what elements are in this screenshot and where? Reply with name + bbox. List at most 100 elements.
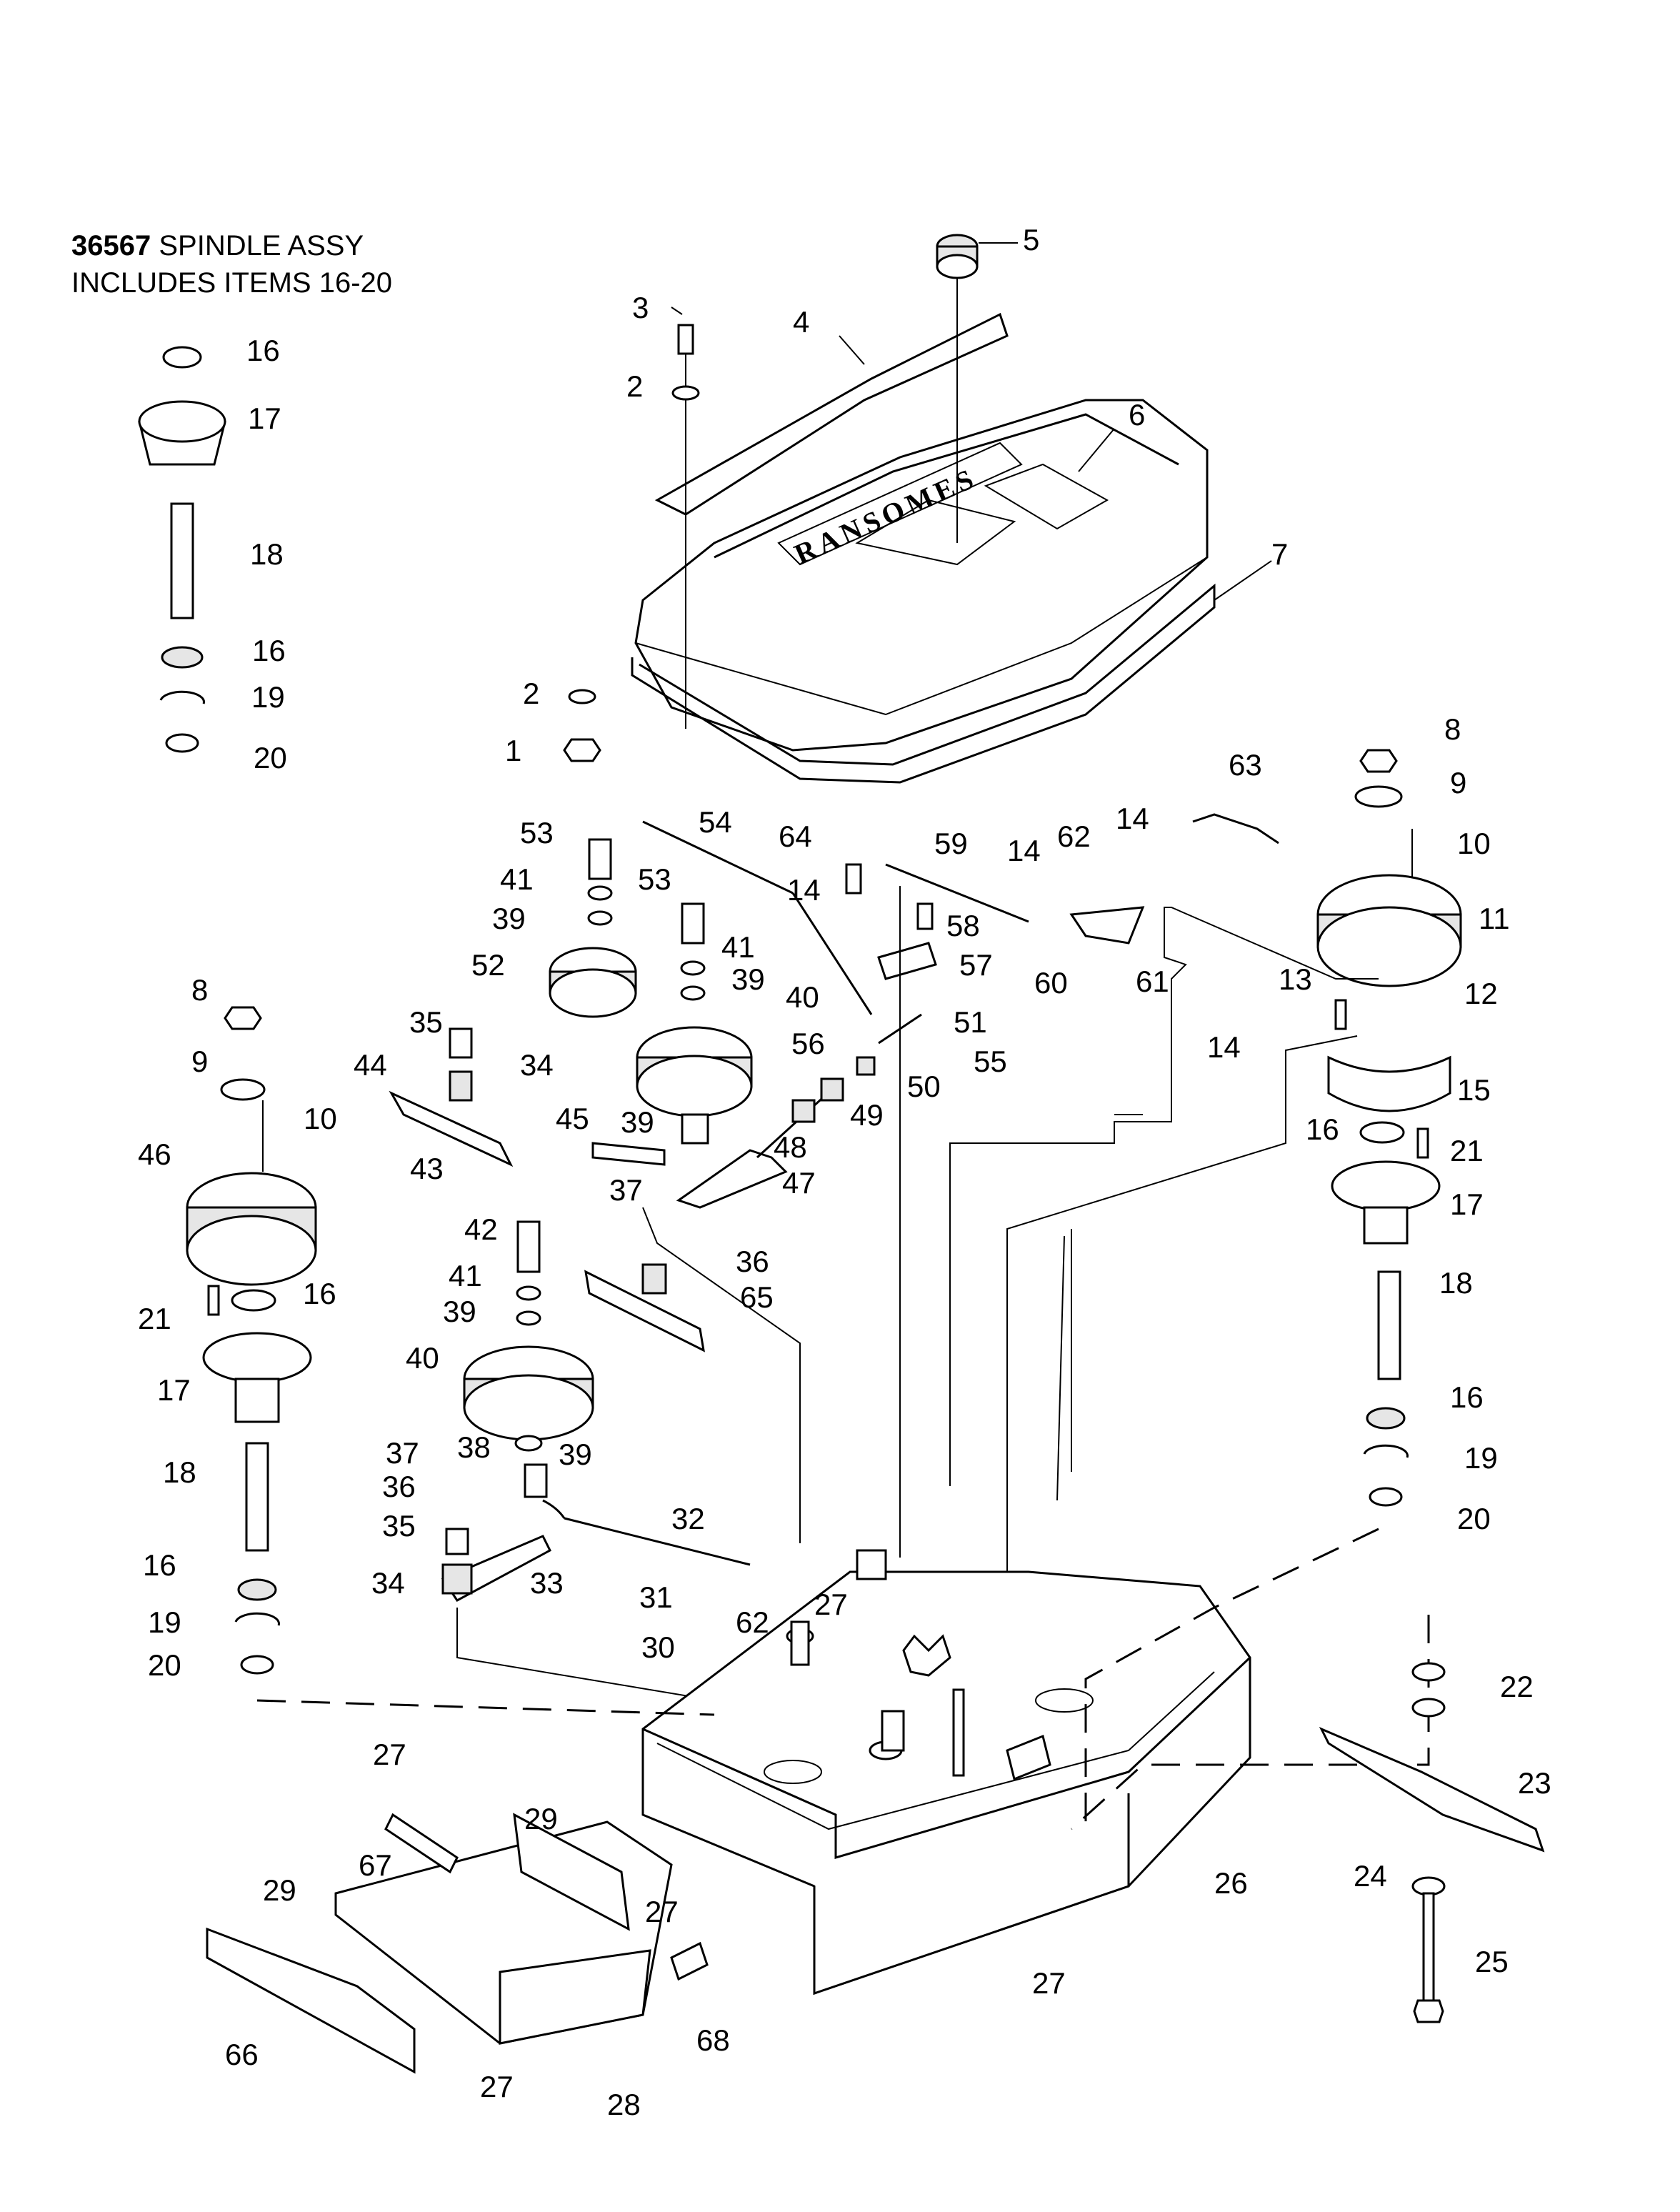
callout-48: 48 bbox=[774, 1130, 807, 1164]
callout-11: 11 bbox=[1479, 902, 1510, 935]
callouts: 1 2 2 3 4 5 6 7 8 8 9 9 10 10 11 12 13 1… bbox=[138, 223, 1551, 2121]
deflector-shield bbox=[206, 1927, 416, 2074]
callout-21a: 21 bbox=[138, 1302, 171, 1335]
callout-52: 52 bbox=[471, 948, 505, 982]
callout-14a: 14 bbox=[787, 873, 821, 907]
callout-54: 54 bbox=[699, 805, 732, 839]
callout-19c: 19 bbox=[1464, 1441, 1498, 1475]
callout-53b: 53 bbox=[638, 862, 671, 896]
callout-8a: 8 bbox=[191, 973, 208, 1007]
callout-57: 57 bbox=[959, 948, 993, 982]
callout-64: 64 bbox=[779, 819, 812, 853]
callout-16e: 16 bbox=[1306, 1112, 1339, 1146]
callout-25: 25 bbox=[1475, 1945, 1509, 1978]
callout-2a: 2 bbox=[523, 677, 539, 710]
left-spindle-group bbox=[186, 1006, 317, 1675]
callout-53a: 53 bbox=[520, 816, 554, 850]
callout-36a: 36 bbox=[736, 1245, 769, 1278]
callout-27c: 27 bbox=[645, 1895, 679, 1928]
callout-56: 56 bbox=[791, 1027, 825, 1060]
callout-19b: 19 bbox=[148, 1605, 181, 1639]
callout-18b: 18 bbox=[163, 1455, 196, 1489]
callout-9a: 9 bbox=[191, 1045, 208, 1078]
idler-arm-lower bbox=[441, 1463, 551, 1602]
side-rod bbox=[542, 1499, 751, 1566]
callout-26: 26 bbox=[1214, 1866, 1248, 1900]
callout-33: 33 bbox=[530, 1566, 564, 1600]
callout-10b: 10 bbox=[1457, 827, 1491, 860]
callout-50: 50 bbox=[907, 1070, 941, 1103]
callout-62b: 62 bbox=[736, 1605, 769, 1639]
callout-61: 61 bbox=[1136, 965, 1169, 998]
callout-12: 12 bbox=[1464, 977, 1498, 1010]
callout-16d: 16 bbox=[143, 1548, 176, 1582]
callout-39a: 39 bbox=[492, 902, 526, 935]
callout-45: 45 bbox=[556, 1102, 589, 1135]
spindle-assy-note: 36567 SPINDLE ASSY INCLUDES ITEMS 16-20 bbox=[71, 227, 392, 302]
callout-40a: 40 bbox=[786, 980, 819, 1014]
callout-34b: 34 bbox=[371, 1566, 405, 1600]
callout-24: 24 bbox=[1354, 1859, 1387, 1893]
callout-41c: 41 bbox=[449, 1259, 482, 1292]
discharge-chute bbox=[334, 1813, 673, 2045]
spindle-assy-detail bbox=[138, 346, 226, 753]
callout-49: 49 bbox=[850, 1098, 884, 1132]
callout-9b: 9 bbox=[1450, 766, 1466, 799]
callout-38: 38 bbox=[457, 1430, 491, 1464]
callout-55: 55 bbox=[974, 1045, 1007, 1078]
callout-43: 43 bbox=[410, 1152, 444, 1185]
callout-18a: 18 bbox=[250, 537, 284, 571]
callout-20a: 20 bbox=[254, 741, 287, 774]
callout-16f: 16 bbox=[1450, 1380, 1484, 1414]
callout-32: 32 bbox=[671, 1502, 705, 1535]
callout-67: 67 bbox=[359, 1848, 392, 1882]
callout-13: 13 bbox=[1279, 962, 1312, 996]
blade-assembly bbox=[1319, 1662, 1545, 2023]
callout-41a: 41 bbox=[500, 862, 534, 896]
callout-58: 58 bbox=[946, 909, 980, 942]
idler-arm-middle bbox=[584, 1142, 705, 1352]
callout-39b: 39 bbox=[731, 962, 765, 996]
callout-1: 1 bbox=[505, 734, 521, 767]
callout-8b: 8 bbox=[1444, 712, 1461, 746]
callout-36b: 36 bbox=[382, 1470, 416, 1503]
right-spindle-group bbox=[1316, 749, 1462, 1507]
callout-51: 51 bbox=[954, 1005, 987, 1039]
lower-idler-pulley bbox=[463, 1220, 594, 1452]
callout-59: 59 bbox=[934, 827, 968, 860]
callout-42: 42 bbox=[464, 1212, 498, 1246]
callout-5: 5 bbox=[1023, 223, 1039, 256]
callout-17a: 17 bbox=[248, 402, 281, 435]
callout-3: 3 bbox=[632, 291, 649, 324]
callout-39e: 39 bbox=[559, 1438, 592, 1471]
callout-62a: 62 bbox=[1057, 819, 1091, 853]
callout-17c: 17 bbox=[1450, 1187, 1484, 1221]
deck-cover: RANSOMES bbox=[634, 399, 1209, 752]
callout-68: 68 bbox=[696, 2023, 730, 2057]
callout-20b: 20 bbox=[148, 1648, 181, 1682]
callout-16c: 16 bbox=[303, 1277, 336, 1310]
callout-31: 31 bbox=[639, 1580, 673, 1614]
callout-22: 22 bbox=[1500, 1670, 1534, 1703]
idler-arm-upper bbox=[389, 1027, 514, 1167]
chute-bracket bbox=[384, 1813, 459, 1874]
callout-16a: 16 bbox=[246, 334, 280, 367]
callout-41b: 41 bbox=[721, 930, 755, 964]
callout-18c: 18 bbox=[1439, 1266, 1473, 1300]
cover-washer-bottom bbox=[568, 689, 596, 704]
callout-34a: 34 bbox=[520, 1048, 554, 1082]
callout-28: 28 bbox=[607, 2088, 641, 2121]
callout-14c: 14 bbox=[1116, 802, 1149, 835]
callout-66: 66 bbox=[225, 2038, 259, 2071]
callout-14d: 14 bbox=[1207, 1030, 1241, 1064]
mower-deck bbox=[256, 1528, 1430, 1996]
callout-37b: 37 bbox=[386, 1436, 419, 1470]
callout-23: 23 bbox=[1518, 1766, 1551, 1800]
callout-27a: 27 bbox=[814, 1588, 848, 1621]
callout-35b: 35 bbox=[382, 1509, 416, 1543]
cover-nut bbox=[563, 738, 601, 762]
chute-clip bbox=[670, 1941, 709, 1981]
spindle-assy-title: SPINDLE ASSY bbox=[159, 230, 364, 261]
leader-lines bbox=[671, 242, 1272, 601]
